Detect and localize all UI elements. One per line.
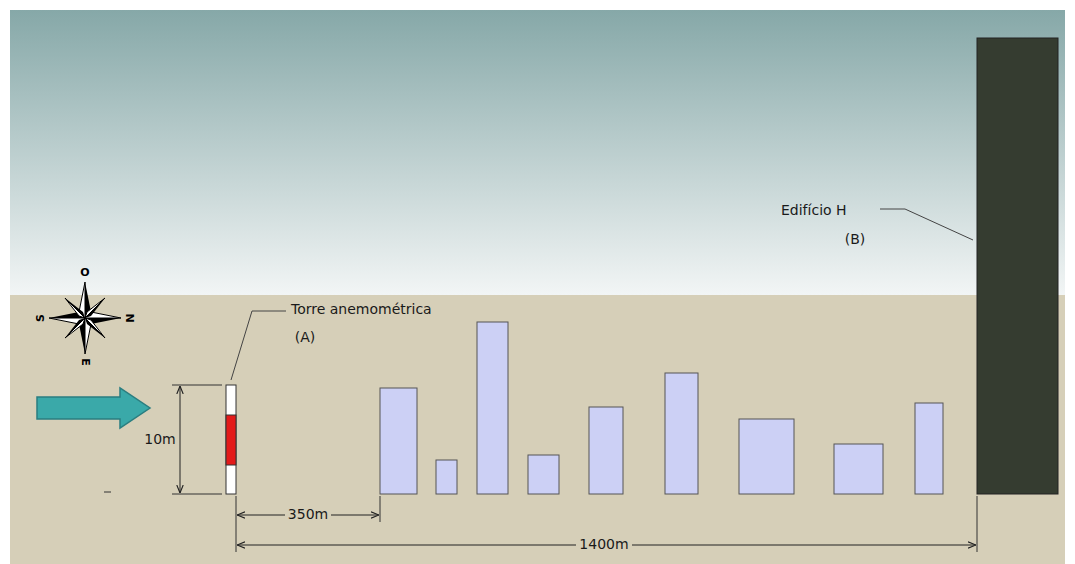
compass-letter: E: [79, 358, 91, 366]
dimension-label: 350m: [285, 507, 331, 522]
wind-arrow: [37, 388, 150, 428]
compass-rose: [49, 282, 121, 354]
dimension-label: 1400m: [576, 537, 631, 552]
leader-line: [880, 209, 973, 240]
extension-line: [172, 494, 222, 495]
tick-mark: [104, 492, 111, 493]
callout-label: (A): [295, 330, 316, 345]
extension-line: [172, 385, 222, 386]
extension-line: [977, 496, 978, 552]
dimension-line: [180, 386, 181, 493]
dimension-label: 10m: [144, 432, 175, 447]
extension-line: [380, 496, 381, 522]
anemometer-tower: [226, 385, 236, 494]
callout-label: Torre anemométrica: [291, 302, 432, 317]
tall-building: [977, 38, 1058, 494]
compass-letter: N: [123, 313, 135, 322]
callout-label: (B): [845, 232, 866, 247]
compass-letter: O: [80, 267, 89, 279]
leader-line: [231, 311, 286, 380]
buildings: [380, 322, 943, 494]
sky: [10, 10, 1065, 295]
ground: [10, 295, 1065, 564]
extension-line: [236, 496, 237, 552]
tower-band: [226, 415, 236, 465]
compass-letter: S: [35, 314, 47, 322]
callout-label: Edifício H: [781, 203, 847, 218]
